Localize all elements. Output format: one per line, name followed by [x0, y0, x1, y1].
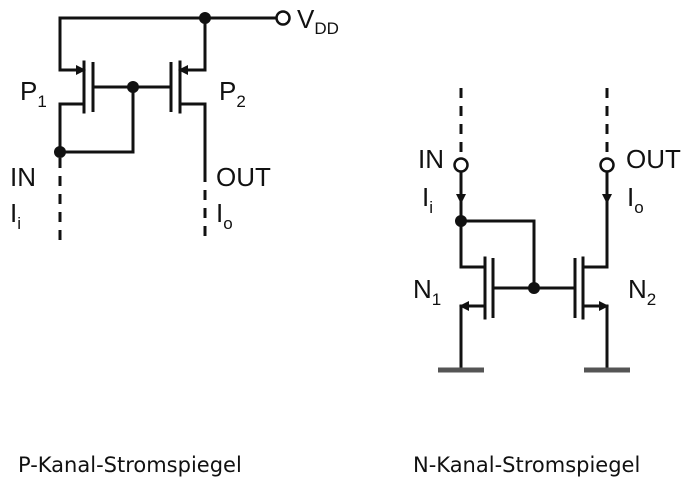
n1-drain-wire: [459, 219, 487, 269]
n-io-label: Io: [627, 182, 644, 217]
p2-transistor: [169, 16, 207, 174]
n-in-terminal[interactable]: [453, 157, 469, 173]
p-in-label: IN: [10, 162, 36, 192]
n-out-label: OUT: [626, 144, 681, 174]
n-diode-connection: [459, 202, 536, 290]
vdd-rail: [58, 16, 277, 72]
n-out-terminal[interactable]: [599, 157, 615, 173]
p-out-label: OUT: [216, 162, 271, 192]
n-channel-mirror: IN OUT Ii Io N1 N2 N-Kanal-Stromspiegel: [413, 88, 681, 477]
n1-label: N1: [413, 274, 441, 309]
p-mirror-caption: P-Kanal-Stromspiegel: [18, 453, 242, 477]
p1-label: P1: [20, 76, 47, 111]
vdd-label: VDD: [297, 4, 339, 38]
n2-label: N2: [628, 274, 656, 309]
p-channel-mirror: VDD P1 P2 IN OUT Ii Io P-Kanal-Stromspie…: [10, 4, 339, 477]
p-in-node: [54, 146, 66, 158]
p2-source-arrow: [178, 16, 207, 75]
p1-drain-wire: [58, 102, 86, 154]
n-ii-label: Ii: [422, 182, 433, 217]
p2-label: P2: [219, 76, 246, 111]
p-io-label: Io: [216, 198, 233, 233]
vdd-terminal[interactable]: [275, 10, 291, 26]
p2-drain-wire: [178, 102, 207, 174]
p-ii-label: Ii: [10, 198, 21, 233]
p1-transistor: [58, 60, 95, 154]
n-gate-node: [528, 282, 540, 294]
p-diode-connection: [58, 85, 135, 154]
n-mirror-caption: N-Kanal-Stromspiegel: [413, 453, 640, 477]
n1-transistor: [459, 219, 495, 370]
n2-drain-wire: [581, 202, 609, 269]
n-in-label: IN: [418, 144, 444, 174]
n2-transistor: [573, 202, 609, 370]
